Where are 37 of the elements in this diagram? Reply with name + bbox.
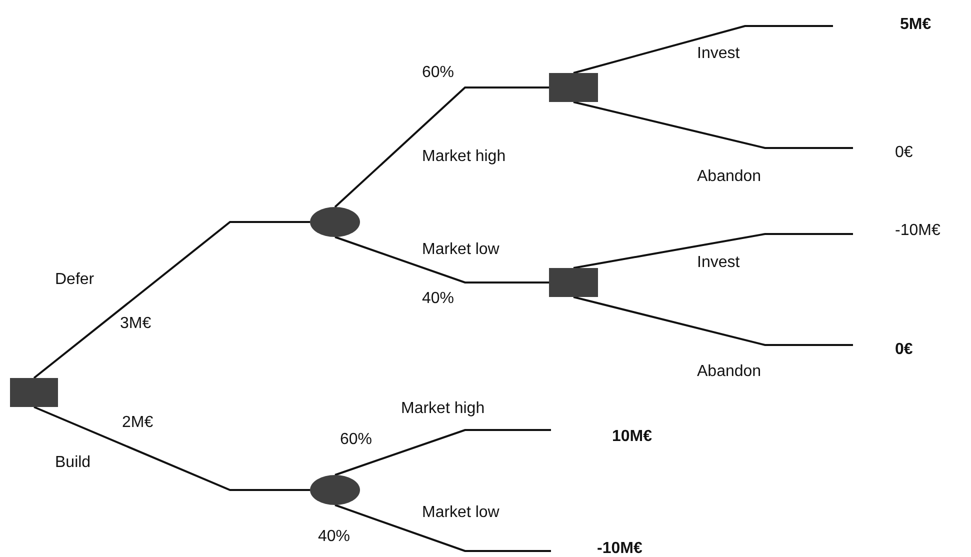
chance-circle (310, 475, 360, 505)
branch-value: 3M€ (120, 314, 152, 334)
branch-line (34, 406, 310, 491)
branch-line (334, 236, 549, 284)
branch-value: 60% (340, 430, 372, 450)
branch-value: 60% (422, 63, 454, 83)
branch-line (573, 296, 853, 346)
edge-label: Invest (697, 44, 740, 64)
edge-label: Market high (422, 147, 506, 167)
payoff-value: 10M€ (612, 429, 654, 445)
edge-label: Invest (697, 253, 740, 273)
edge-label: Market high (401, 399, 485, 419)
branch-value: 2M€ (122, 413, 154, 433)
edge-label: Market low (422, 503, 500, 523)
decision-square (10, 378, 58, 407)
branch-line (573, 233, 853, 269)
edge-label: Market low (422, 240, 500, 260)
branch-value: 40% (318, 527, 350, 547)
payoff-value: 0€ (895, 342, 914, 358)
edge-label: Defer (55, 270, 94, 290)
branch-line (573, 25, 833, 74)
decision-square (549, 73, 598, 102)
edge-label: Abandon (697, 362, 762, 382)
branch-line (33, 221, 310, 379)
payoff-value: 0€ (895, 145, 914, 161)
edge-label: Build (55, 453, 91, 473)
chance-circle (310, 207, 360, 237)
branch-line (334, 429, 551, 476)
branch-line (334, 86, 549, 208)
edge-label: Abandon (697, 167, 762, 187)
decision-square (549, 268, 598, 297)
payoff-value: 5M€ (900, 17, 932, 33)
payoff-value: -10M€ (895, 223, 942, 239)
branch-value: 40% (422, 289, 454, 309)
branch-line (334, 504, 551, 552)
payoff-value: -10M€ (597, 541, 644, 557)
branch-line (573, 101, 853, 149)
